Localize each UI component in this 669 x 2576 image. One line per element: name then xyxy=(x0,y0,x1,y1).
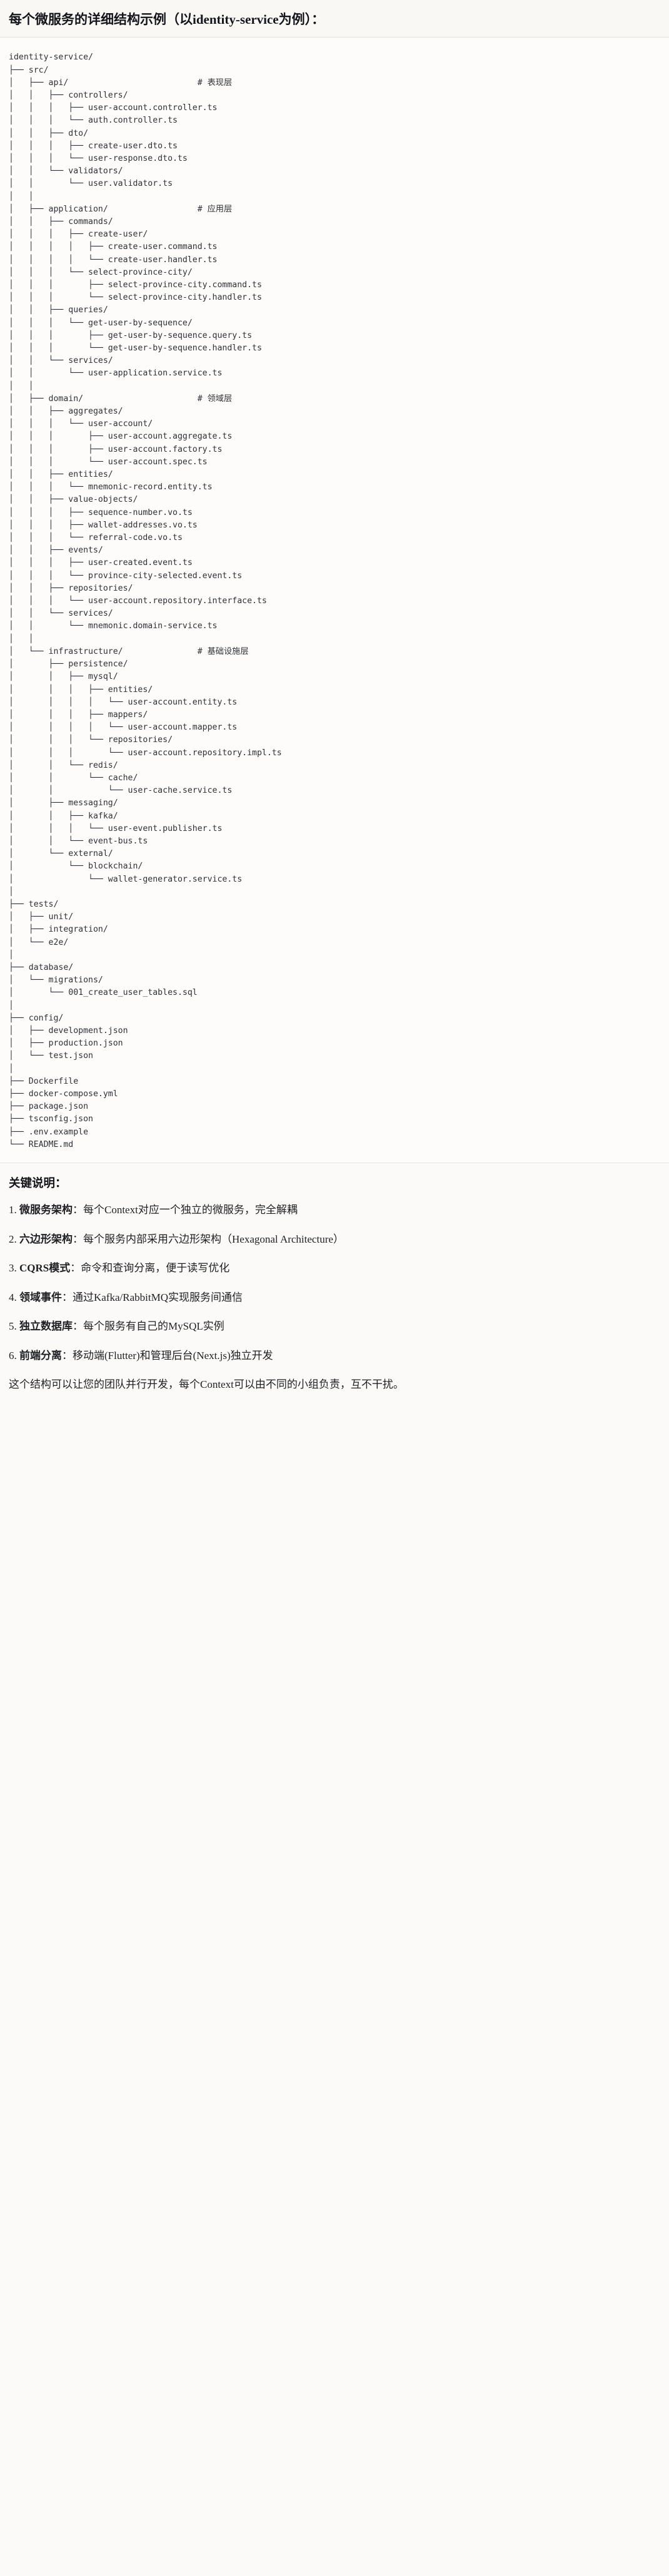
note-desc: ：移动端(Flutter)和管理后台(Next.js)独立开发 xyxy=(62,1349,273,1362)
note-desc: ：每个服务有自己的MySQL实例 xyxy=(73,1320,224,1333)
note-term: CQRS模式 xyxy=(19,1262,71,1275)
note-desc: ：每个Context对应一个独立的微服务，完全解耦 xyxy=(73,1204,298,1216)
directory-tree-block: identity-service/ ├── src/ │ ├── api/ # … xyxy=(0,38,669,1164)
note-term: 独立数据库 xyxy=(19,1320,73,1333)
note-term: 前端分离 xyxy=(19,1349,62,1362)
list-item: 独立数据库：每个服务有自己的MySQL实例 xyxy=(9,1318,660,1335)
key-notes-title: 关键说明： xyxy=(9,1178,67,1191)
note-desc: ：通过Kafka/RabbitMQ实现服务间通信 xyxy=(62,1291,243,1303)
key-notes-section: 关键说明： 微服务架构：每个Context对应一个独立的微服务，完全解耦 六边形… xyxy=(0,1163,669,1407)
page-title: 每个微服务的详细结构示例（以identity-service为例）： xyxy=(0,0,669,38)
page-root: 每个微服务的详细结构示例（以identity-service为例）： ident… xyxy=(0,0,669,1407)
list-item: 六边形架构：每个服务内部采用六边形架构（Hexagonal Architectu… xyxy=(9,1231,660,1248)
list-item: 微服务架构：每个Context对应一个独立的微服务，完全解耦 xyxy=(9,1202,660,1218)
note-term: 六边形架构 xyxy=(19,1233,73,1245)
directory-tree: identity-service/ ├── src/ │ ├── api/ # … xyxy=(9,53,282,1149)
note-desc: ：每个服务内部采用六边形架构（Hexagonal Architecture） xyxy=(73,1233,344,1245)
note-desc: ：命令和查询分离，便于读写优化 xyxy=(70,1262,230,1275)
note-term: 领域事件 xyxy=(19,1291,62,1303)
list-item: 领域事件：通过Kafka/RabbitMQ实现服务间通信 xyxy=(9,1290,660,1306)
note-term: 微服务架构 xyxy=(19,1204,73,1216)
list-item: 前端分离：移动端(Flutter)和管理后台(Next.js)独立开发 xyxy=(9,1348,660,1364)
key-notes-list: 微服务架构：每个Context对应一个独立的微服务，完全解耦 六边形架构：每个服… xyxy=(9,1202,660,1363)
closing-paragraph: 这个结构可以让您的团队并行开发，每个Context可以由不同的小组负责，互不干扰… xyxy=(9,1378,404,1391)
list-item: CQRS模式：命令和查询分离，便于读写优化 xyxy=(9,1260,660,1276)
